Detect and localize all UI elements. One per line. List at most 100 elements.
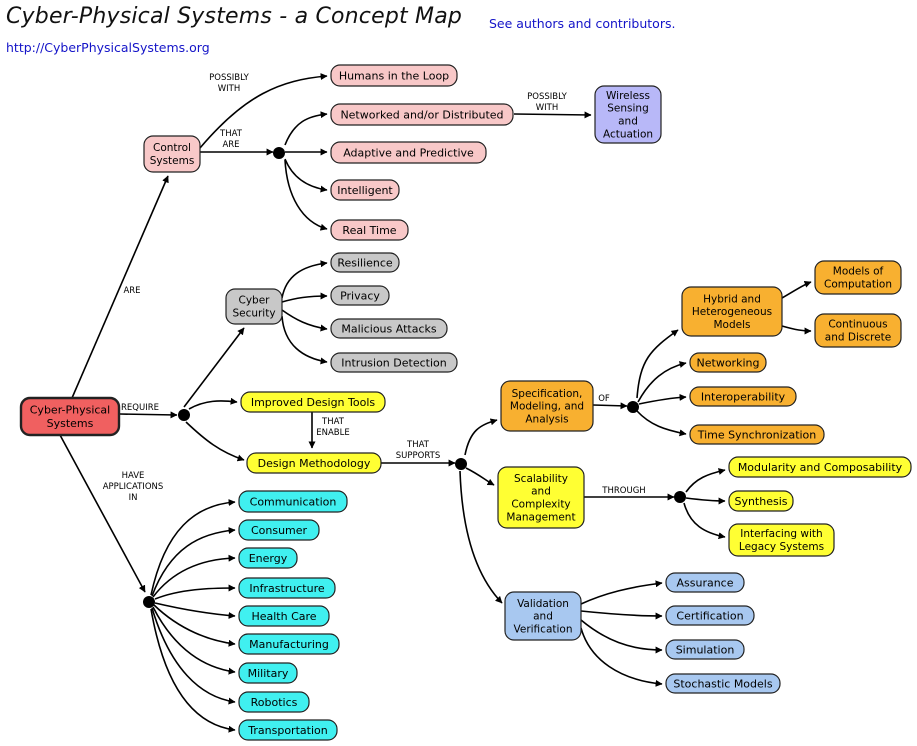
concept-certification[interactable]: Certification <box>665 605 755 626</box>
concept-cyber-box <box>225 288 283 325</box>
connector-24 <box>637 361 687 403</box>
concept-privacy[interactable]: Privacy <box>330 285 390 306</box>
concept-infrastructure[interactable]: Infrastructure <box>238 577 336 599</box>
concept-networked[interactable]: Networked and/or Distributed <box>330 103 514 126</box>
concept-cps-box <box>19 396 121 437</box>
concept-intelligent[interactable]: Intelligent <box>330 179 400 201</box>
concept-transportation[interactable]: Transportation <box>238 719 338 741</box>
connector-13 <box>281 260 328 299</box>
concept-label-line: Energy <box>249 552 288 565</box>
link-label-are: ARE <box>123 286 140 296</box>
concept-simulation[interactable]: Simulation <box>665 639 745 660</box>
connector-41 <box>154 584 236 600</box>
concept-realtime[interactable]: Real Time <box>330 219 409 241</box>
concept-certification-label: Certification <box>676 609 743 622</box>
concept-label-line: Health Care <box>251 610 316 623</box>
concept-timesync-label: Time Synchronization <box>697 428 817 441</box>
concept-consumer[interactable]: Consumer <box>238 519 320 541</box>
concept-malicious-label: Malicious Attacks <box>341 322 436 335</box>
connector-35 <box>580 619 663 654</box>
concept-assurance[interactable]: Assurance <box>665 572 745 593</box>
concept-resilience[interactable]: Resilience <box>330 252 400 273</box>
concept-label-line: and <box>531 486 551 498</box>
concept-label-line: Stochastic Models <box>673 677 772 690</box>
connector-7 <box>284 159 328 231</box>
concept-synthesis-box <box>728 490 794 512</box>
concept-networking[interactable]: Networking <box>689 352 767 373</box>
link-label-line: THAT <box>219 129 243 139</box>
concept-label-line: and Discrete <box>825 332 891 344</box>
concept-healthcare[interactable]: Health Care <box>238 605 330 627</box>
connector-20 <box>465 467 495 486</box>
concept-interop[interactable]: Interoperability <box>689 386 797 407</box>
concept-synthesis[interactable]: Synthesis <box>728 490 794 512</box>
concept-simulation-label: Simulation <box>676 643 735 656</box>
authors-link[interactable]: See authors and contributors. <box>489 16 676 31</box>
connector-30 <box>685 468 726 493</box>
concept-label-line: Systems <box>47 417 94 430</box>
concept-transportation-box <box>238 719 338 741</box>
concept-label-line: Models <box>714 319 751 331</box>
connector-layer <box>59 73 812 733</box>
connector-45 <box>151 607 236 705</box>
concept-communication-label: Communication <box>250 495 337 508</box>
connector-26 <box>636 410 687 437</box>
concept-infrastructure-label: Infrastructure <box>249 582 325 595</box>
concept-label-line: Privacy <box>340 289 380 302</box>
concept-networked-label: Networked and/or Distributed <box>340 108 503 121</box>
link-label-line: WITH <box>536 103 559 113</box>
concept-modularity-label: Modularity and Composability <box>738 461 903 474</box>
connector-44 <box>152 606 236 675</box>
connector-34 <box>580 610 663 620</box>
junction-dot-6 <box>143 596 155 608</box>
concept-control-box <box>143 135 201 173</box>
connector-27 <box>781 280 812 299</box>
site-link[interactable]: http://CyberPhysicalSystems.org <box>6 40 210 55</box>
concept-tools[interactable]: Improved Design Tools <box>240 391 386 413</box>
concept-method-label: Design Methodology <box>258 457 371 470</box>
concept-label-line: Modularity and Composability <box>738 461 903 474</box>
link-label-line: IN <box>129 493 138 503</box>
concept-malicious[interactable]: Malicious Attacks <box>330 318 448 339</box>
concept-humans[interactable]: Humans in the Loop <box>330 64 458 87</box>
connector-33 <box>580 580 663 605</box>
concept-method[interactable]: Design Methodology <box>246 452 382 474</box>
concept-energy[interactable]: Energy <box>238 547 298 569</box>
concept-assurance-label: Assurance <box>676 576 733 589</box>
connector-36 <box>580 627 663 687</box>
connector-38 <box>150 498 236 596</box>
concept-adaptive[interactable]: Adaptive and Predictive <box>330 141 487 164</box>
concept-manufacturing[interactable]: Manufacturing <box>238 633 340 655</box>
concept-manufacturing-label: Manufacturing <box>249 638 329 651</box>
concept-stochastic[interactable]: Stochastic Models <box>665 673 781 694</box>
connector-6 <box>284 158 328 193</box>
concept-label-line: Certification <box>676 609 743 622</box>
concept-intrusion[interactable]: Intrusion Detection <box>330 352 458 373</box>
concept-communication[interactable]: Communication <box>238 490 348 513</box>
link-label-line: THROUGH <box>601 486 645 496</box>
concept-modularity[interactable]: Modularity and Composability <box>728 456 912 478</box>
concept-label-line: Management <box>506 512 575 524</box>
concept-timesync[interactable]: Time Synchronization <box>689 424 825 445</box>
connector-11 <box>188 397 238 410</box>
concept-military[interactable]: Military <box>238 662 298 684</box>
concept-networked-box <box>330 103 514 126</box>
concept-robotics[interactable]: Robotics <box>238 691 310 713</box>
